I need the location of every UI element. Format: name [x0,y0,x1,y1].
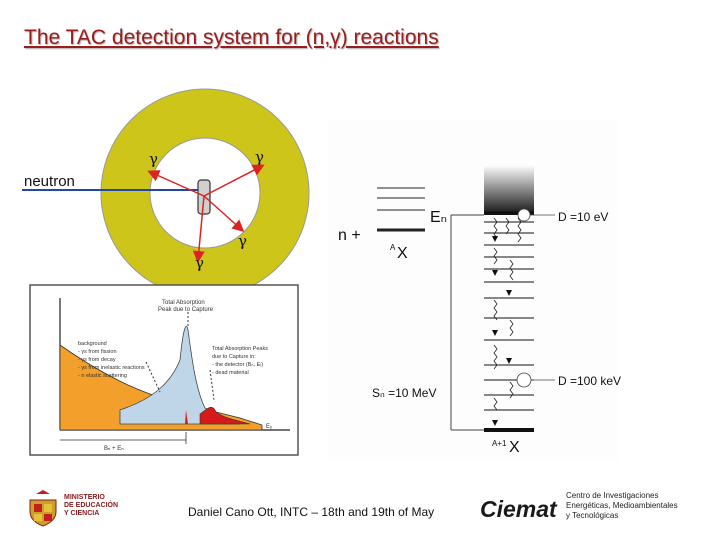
spectrum-bg-line: - γs from fission [78,349,117,355]
ciemat-fullname-line: Centro de Investigaciones [566,491,659,500]
gamma-label: γ [149,150,158,168]
ciemat-fullname-line: Energéticas, Medioambientales [566,501,678,510]
neutron-label: neutron [24,173,75,190]
ciemat-fullname: Centro de Investigaciones Energéticas, M… [566,491,678,521]
Sn-label: Sₙ =10 MeV [372,386,436,400]
target-main: X [397,245,408,262]
spectrum-peaks-line: Total Absorption Peaks [212,346,268,352]
ciemat-logo: Ciemat [480,496,557,522]
spectrum-panel: Total Absorption Peak due to Capture bac… [29,284,299,456]
dead-material-peak [199,406,251,425]
n-plus-label: n + [338,227,361,244]
spectrum-peaks-line: - the detector (Bₙ, Eᵢ) [212,362,263,368]
gamma-ray [203,195,245,233]
gamma-ray [192,195,205,263]
spectrum-xlabel-left: Bₙ + Eₙ [104,446,124,452]
D-top-label: D =10 eV [558,210,608,224]
level-continuum [484,165,534,215]
spectrum-bg-line: - γs from inelastic reactions [78,365,145,371]
En-label: Eₙ [430,209,447,226]
gamma-label: γ [238,232,247,250]
product-main: X [509,439,520,456]
slide-title: The TAC detection system for (n,γ) react… [24,26,439,49]
level-scheme: n + A X Eₙ D =10 eV Sₙ =10 MeV D =100 ke… [328,120,621,460]
gamma-label: γ [195,254,204,272]
ministerio-name: MINISTERIO DE EDUCACIÓN Y CIENCIA [64,494,119,517]
spectrum-title-top: Total Absorption [162,300,205,306]
spectrum-peaks-line: due to Capture in: [212,354,256,360]
product-super: A+1 [492,439,507,448]
svg-text:Peak due to Capture: Peak due to Capture [158,307,214,313]
ministerio-logo [26,490,60,530]
gamma-ray [147,170,205,197]
spectrum-peaks-line: - dead material [212,370,249,376]
spectrum-xlabel-right: Eᵧ [266,424,272,430]
gamma-ray [203,164,265,197]
presenter-credit: Daniel Cano Ott, INTC – 18th and 19th of… [188,505,435,519]
ciemat-fullname-line: y Tecnológicas [566,511,619,520]
target-super: A [390,243,396,252]
spectrum-bg-line: - n elastic scattering [78,373,127,379]
gamma-label: γ [255,148,264,166]
D-bottom-label: D =100 keV [558,374,621,388]
spectrum-bg-line: - γs from decay [78,357,116,363]
spectrum-bg-line: background [78,341,107,347]
